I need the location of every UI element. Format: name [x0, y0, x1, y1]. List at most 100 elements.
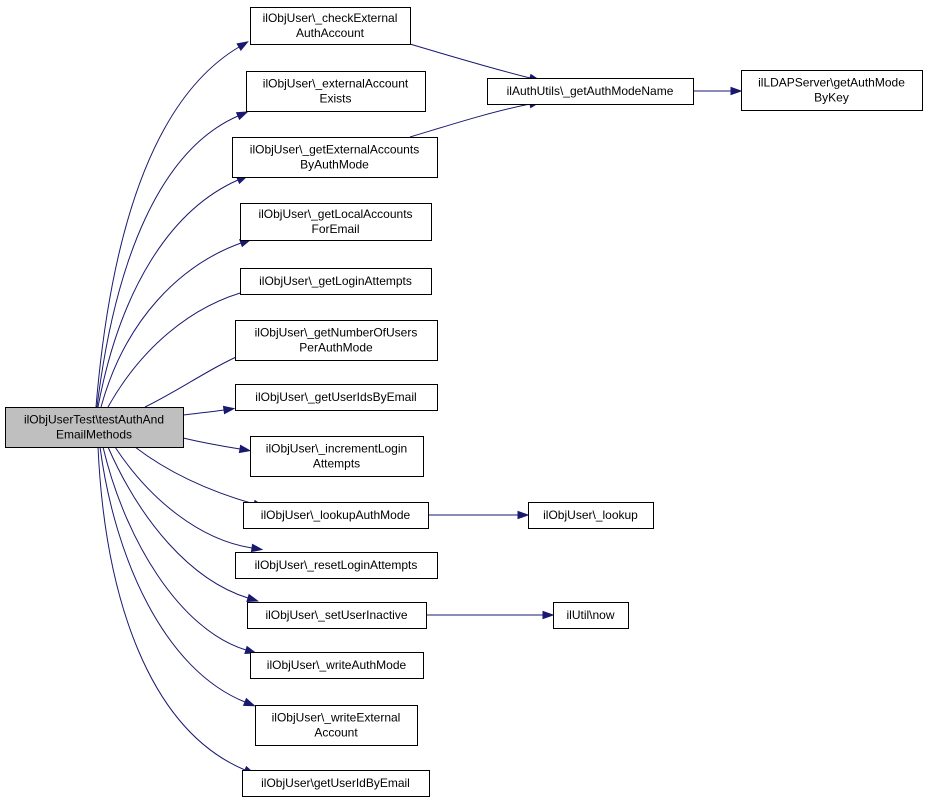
- edge-root-to-n8: [182, 437, 252, 454]
- node-box: [235, 552, 438, 579]
- edge-line: [409, 103, 531, 138]
- node-label-line: PerAuthMode: [299, 341, 373, 355]
- node-box: [5, 407, 184, 448]
- node-label-line: ilAuthUtils\_getAuthModeName: [507, 84, 674, 98]
- node-n5[interactable]: ilObjUser\_getLoginAttempts: [240, 268, 432, 295]
- node-box: [235, 320, 438, 361]
- edge-root-to-n14: [97, 446, 256, 775]
- node-box: [741, 70, 923, 111]
- node-box: [242, 770, 430, 797]
- edge-arrowhead: [238, 444, 252, 454]
- edge-line: [182, 437, 241, 450]
- edge-arrowhead: [246, 593, 259, 602]
- edge-line: [99, 446, 246, 703]
- node-m1[interactable]: ilAuthUtils\_getAuthModeName: [487, 78, 694, 105]
- node-label-line: ilObjUser\_getLoginAttempts: [259, 274, 412, 288]
- edge-root-to-n7: [182, 405, 236, 416]
- node-label-line: ilObjUser\_writeAuthMode: [267, 658, 407, 672]
- node-label-line: ilObjUser\_lookup: [543, 508, 638, 522]
- edge-arrowhead: [517, 510, 530, 520]
- edge-line: [144, 352, 246, 408]
- nodes-layer: ilObjUserTest\testAuthAndEmailMethodsilO…: [5, 7, 923, 797]
- node-label-line: Attempts: [313, 457, 360, 471]
- edge-arrowhead: [236, 41, 249, 51]
- node-box: [487, 78, 694, 105]
- node-m3[interactable]: ilUtil\now: [553, 602, 629, 629]
- node-label-line: EmailMethods: [56, 428, 132, 442]
- node-box: [247, 602, 427, 629]
- node-label-line: AuthAccount: [296, 26, 365, 40]
- node-box: [235, 384, 438, 411]
- edge-n9-to-m2: [428, 510, 530, 520]
- node-label-line: ilObjUser\_getNumberOfUsers: [255, 326, 418, 340]
- node-label-line: ilObjUser\_lookupAuthMode: [261, 508, 411, 522]
- node-label-line: ilObjUser\_setUserInactive: [265, 608, 407, 622]
- edge-line: [100, 242, 242, 408]
- node-box: [250, 436, 424, 477]
- node-n14[interactable]: ilObjUser\getUserIdByEmail: [242, 770, 430, 797]
- node-n7[interactable]: ilObjUser\_getUserIdsByEmail: [235, 384, 438, 411]
- node-label-line: ilLDAPServer\getAuthMode: [758, 76, 905, 90]
- edge-arrowhead: [235, 111, 249, 121]
- node-n12[interactable]: ilObjUser\_writeAuthMode: [250, 652, 424, 679]
- edge-line: [102, 446, 247, 651]
- node-label-line: ilObjUser\_getExternalAccounts: [250, 143, 419, 157]
- edge-n3-to-m1: [409, 99, 542, 138]
- node-label-line: ilObjUser\_incrementLogin: [266, 442, 407, 456]
- edge-line: [114, 446, 253, 549]
- node-label-line: ilObjUser\_checkExternal: [263, 11, 398, 25]
- node-label-line: ilObjUser\_externalAccount: [263, 77, 409, 91]
- node-label-line: ilObjUser\_getLocalAccounts: [258, 207, 412, 221]
- node-box: [553, 602, 629, 629]
- node-label-line: ilObjUser\_resetLoginAttempts: [255, 558, 418, 572]
- node-box: [250, 7, 411, 45]
- node-box: [240, 268, 432, 295]
- node-label-line: Exists: [319, 92, 351, 106]
- node-label-line: ilUtil\now: [566, 608, 614, 622]
- node-box: [250, 652, 424, 679]
- edge-arrowhead: [242, 697, 256, 707]
- edge-root-to-n10: [114, 446, 264, 553]
- node-m2[interactable]: ilObjUser\_lookup: [528, 502, 654, 529]
- node-label-line: ilObjUser\_getUserIdsByEmail: [255, 390, 416, 404]
- edge-n11-to-m3: [425, 610, 555, 620]
- edge-line: [134, 446, 255, 505]
- edge-root-to-n12: [102, 446, 257, 654]
- node-n10[interactable]: ilObjUser\_resetLoginAttempts: [235, 552, 438, 579]
- edge-line: [97, 179, 239, 408]
- edge-arrowhead: [542, 610, 555, 620]
- node-label-line: ForEmail: [311, 222, 359, 236]
- edge-root-to-n3: [97, 175, 249, 408]
- edge-root-to-n9: [134, 446, 266, 509]
- node-label-line: ilObjUserTest\testAuthAnd: [24, 413, 164, 427]
- node-box: [528, 502, 654, 529]
- node-label-line: ByKey: [814, 91, 849, 105]
- node-box: [243, 502, 429, 529]
- node-box: [240, 203, 432, 241]
- node-box: [232, 137, 438, 178]
- edge-root-to-n11: [107, 446, 259, 602]
- node-label-line: ilObjUser\getUserIdByEmail: [261, 776, 410, 790]
- edge-line: [182, 409, 225, 416]
- edge-line: [107, 446, 249, 599]
- edge-root-to-n1: [95, 41, 249, 408]
- edge-m1-to-r1: [693, 86, 743, 96]
- node-box: [246, 71, 426, 112]
- edge-line: [107, 289, 252, 408]
- edge-arrowhead: [250, 543, 264, 553]
- edge-arrowhead: [222, 405, 236, 415]
- node-n11[interactable]: ilObjUser\_setUserInactive: [247, 602, 427, 629]
- edge-n1-to-m1: [409, 43, 542, 83]
- node-n9[interactable]: ilObjUser\_lookupAuthMode: [243, 502, 429, 529]
